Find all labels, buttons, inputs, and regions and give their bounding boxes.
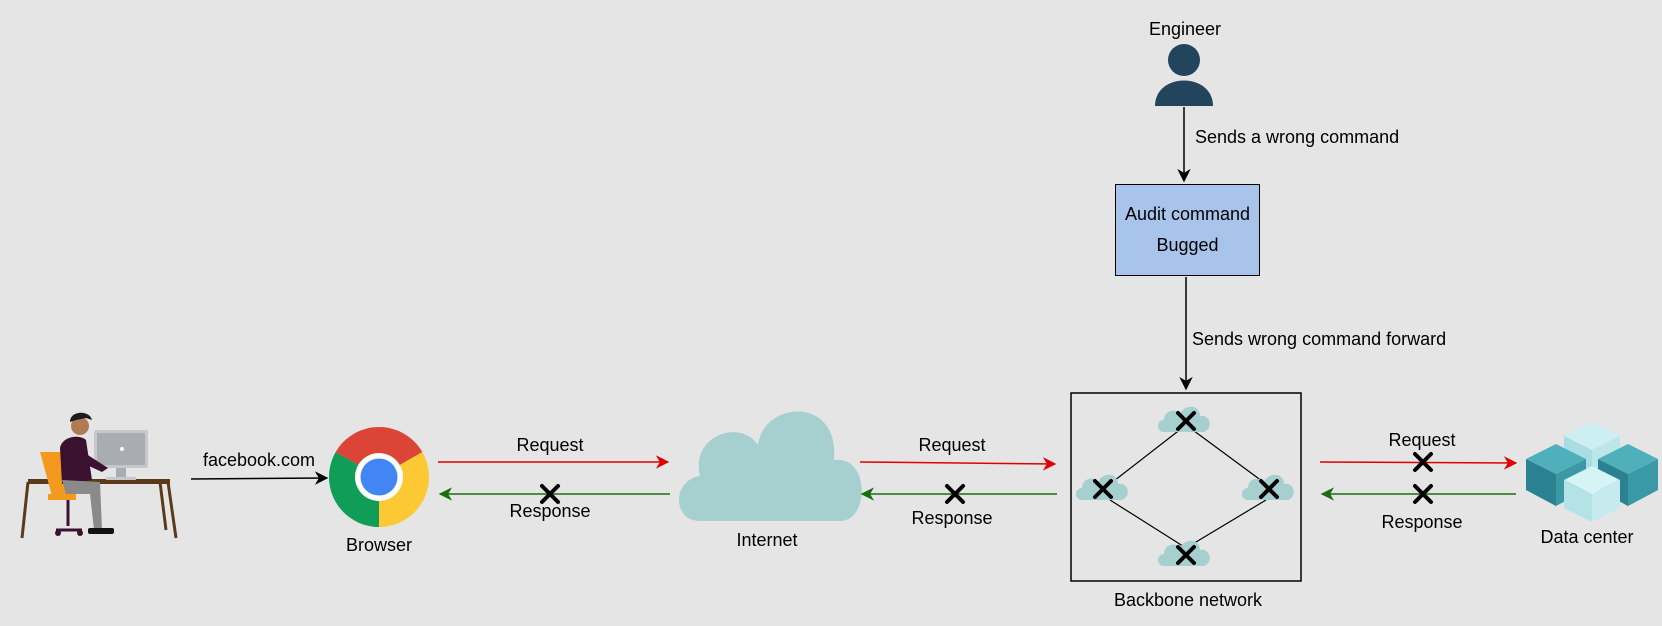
sends-wrong-command-forward-label: Sends wrong command forward [1192, 329, 1447, 349]
backbone-network-label: Backbone network [1113, 590, 1263, 610]
response-label: Response [509, 501, 591, 521]
user-at-desk-illustration [20, 412, 178, 539]
facebook-url-label: facebook.com [202, 450, 316, 470]
backbone-node-right-cloud-icon [1242, 474, 1294, 500]
request-label: Request [918, 435, 986, 455]
internet-cloud-icon [679, 411, 862, 521]
data-center-label: Data center [1540, 527, 1634, 547]
request-label: Request [1388, 430, 1456, 450]
backbone-node-bottom-cloud-icon [1158, 540, 1210, 566]
user-to-browser-arrow [190, 471, 329, 485]
engineer-icon [1155, 44, 1213, 106]
request-label: Request [516, 435, 584, 455]
dc-request-arrow [1319, 456, 1518, 470]
engineer-label: Engineer [1148, 19, 1222, 39]
response-label: Response [1381, 512, 1463, 532]
sends-wrong-command-label: Sends a wrong command [1195, 127, 1400, 147]
browser-label: Browser [345, 535, 413, 555]
backbone-links [1109, 424, 1267, 549]
backbone-node-left-cloud-icon [1076, 474, 1128, 500]
data-center-icon [1526, 422, 1658, 522]
backbone-network-box [1070, 392, 1302, 582]
internet-label: Internet [736, 530, 798, 550]
backbone-node-top-cloud-icon [1158, 406, 1210, 432]
internet-request-arrow [859, 457, 1057, 471]
chrome-icon [329, 427, 429, 527]
audit-status-label: Bugged [1156, 235, 1219, 255]
audit-command-box: Audit command Bugged [1115, 184, 1260, 276]
audit-command-label: Audit command [1124, 204, 1251, 224]
response-label: Response [911, 508, 993, 528]
